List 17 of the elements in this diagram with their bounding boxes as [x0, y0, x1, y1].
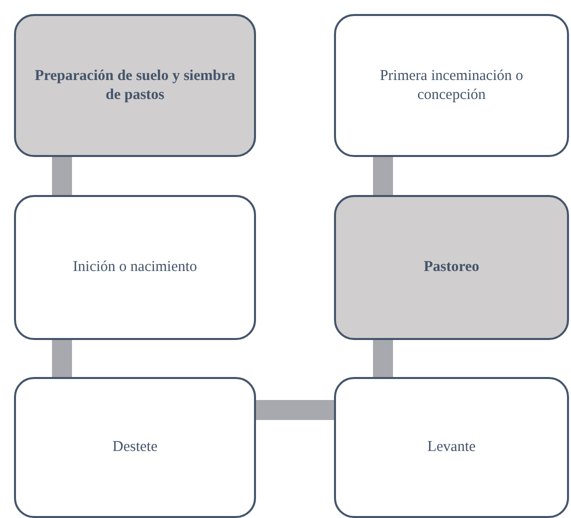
box-label: Destete [112, 438, 158, 457]
box-label: Pastoreo [424, 258, 480, 277]
connector-band [373, 340, 393, 377]
connector-band [52, 157, 72, 195]
process-box [14, 195, 256, 340]
process-box [334, 14, 569, 157]
connector-band [256, 400, 334, 420]
connector-band [52, 340, 72, 377]
connector-band [373, 157, 393, 195]
box-label: Levante [427, 438, 476, 457]
process-box [14, 377, 256, 518]
box-label: Preparación de suelo y siembra de pastos [34, 66, 236, 104]
box-label: Primera inceminación o concepción [378, 66, 524, 104]
process-box [334, 377, 569, 518]
process-box [334, 195, 569, 340]
box-label: Inición o nacimiento [72, 258, 198, 277]
process-box [14, 14, 256, 157]
